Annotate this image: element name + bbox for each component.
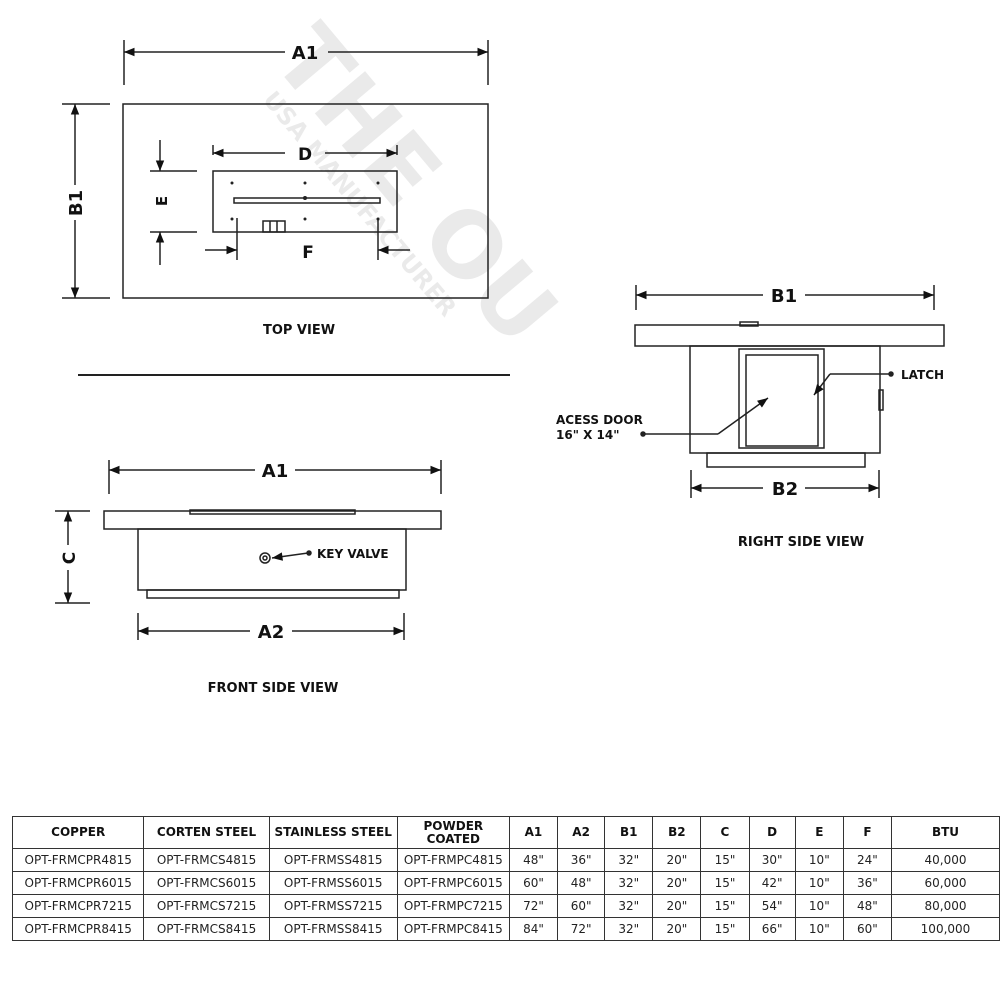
table-cell: OPT-FRMCPR8415 bbox=[11, 917, 145, 941]
table-cell: 100,000 bbox=[890, 917, 1000, 941]
table-cell: OPT-FRMSS6015 bbox=[268, 871, 398, 895]
table-cell: 60" bbox=[842, 917, 892, 941]
table-cell: 84" bbox=[508, 917, 559, 941]
table-cell: 60,000 bbox=[890, 871, 1000, 895]
table-cell: OPT-FRMPC8415 bbox=[396, 917, 510, 941]
table-cell: OPT-FRMCS6015 bbox=[143, 871, 270, 895]
dim-label-a1-front: A1 bbox=[262, 461, 288, 482]
table-cell: 66" bbox=[748, 917, 796, 941]
table-cell: 15" bbox=[700, 871, 750, 895]
table-cell: OPT-FRMPC4815 bbox=[396, 848, 510, 872]
table-cell: 40,000 bbox=[890, 848, 1000, 872]
table-cell: OPT-FRMSS4815 bbox=[268, 848, 398, 872]
table-cell: OPT-FRMCS7215 bbox=[143, 894, 270, 918]
table-cell: OPT-FRMCPR7215 bbox=[11, 894, 145, 918]
table-cell: 15" bbox=[700, 848, 750, 872]
column-header: C bbox=[700, 816, 750, 849]
column-header: D bbox=[748, 816, 796, 849]
table-cell: OPT-FRMSS8415 bbox=[268, 917, 398, 941]
dim-label-b1-right: B1 bbox=[771, 286, 797, 307]
dim-label-f: F bbox=[302, 243, 314, 263]
column-header: STAINLESS STEEL bbox=[268, 816, 398, 849]
column-header: COPPER bbox=[11, 816, 145, 849]
column-header: B1 bbox=[604, 816, 654, 849]
table-cell: OPT-FRMCPR4815 bbox=[11, 848, 145, 872]
table-cell: 24" bbox=[842, 848, 892, 872]
table-cell: 32" bbox=[604, 894, 654, 918]
table-cell: OPT-FRMSS7215 bbox=[268, 894, 398, 918]
dim-label-c: C bbox=[60, 552, 80, 564]
front-view bbox=[55, 460, 442, 640]
table-cell: 10" bbox=[794, 871, 844, 895]
right-view bbox=[634, 285, 945, 498]
table-cell: 48" bbox=[508, 848, 559, 872]
table-cell: OPT-FRMPC6015 bbox=[396, 871, 510, 895]
column-header: BTU bbox=[890, 816, 1000, 849]
table-cell: 60" bbox=[557, 894, 606, 918]
table-cell: 20" bbox=[652, 848, 702, 872]
table-cell: 36" bbox=[842, 871, 892, 895]
table-cell: 32" bbox=[604, 871, 654, 895]
table-cell: 20" bbox=[652, 894, 702, 918]
table-cell: 32" bbox=[604, 848, 654, 872]
key-valve-callout: KEY VALVE bbox=[317, 547, 389, 561]
latch-callout: LATCH bbox=[901, 368, 944, 382]
table-cell: 20" bbox=[652, 871, 702, 895]
table-cell: 48" bbox=[557, 871, 606, 895]
dim-label-b2: B2 bbox=[772, 479, 798, 500]
table-cell: 10" bbox=[794, 917, 844, 941]
table-cell: 10" bbox=[794, 848, 844, 872]
table-cell: 60" bbox=[508, 871, 559, 895]
right-view-title: RIGHT SIDE VIEW bbox=[738, 535, 864, 550]
table-cell: 72" bbox=[557, 917, 606, 941]
table-cell: 42" bbox=[748, 871, 796, 895]
table-cell: OPT-FRMCPR6015 bbox=[11, 871, 145, 895]
table-cell: 30" bbox=[748, 848, 796, 872]
column-header: E bbox=[794, 816, 844, 849]
table-cell: OPT-FRMCS4815 bbox=[143, 848, 270, 872]
column-header: A2 bbox=[557, 816, 606, 849]
table-cell: 10" bbox=[794, 894, 844, 918]
table-cell: 15" bbox=[700, 894, 750, 918]
table-cell: 15" bbox=[700, 917, 750, 941]
table-cell: 36" bbox=[557, 848, 606, 872]
column-header: A1 bbox=[508, 816, 559, 849]
dim-label-a2: A2 bbox=[258, 622, 284, 643]
table-cell: 54" bbox=[748, 894, 796, 918]
dim-label-d: D bbox=[298, 145, 312, 165]
dim-label-b1: B1 bbox=[66, 190, 87, 216]
dim-label-a1: A1 bbox=[292, 43, 318, 64]
table-cell: 20" bbox=[652, 917, 702, 941]
access-door-callout: ACESS DOOR bbox=[556, 413, 643, 427]
column-header: CORTEN STEEL bbox=[143, 816, 270, 849]
table-cell: 48" bbox=[842, 894, 892, 918]
dim-label-e: E bbox=[153, 196, 171, 206]
table-cell: 80,000 bbox=[890, 894, 1000, 918]
table-cell: OPT-FRMPC7215 bbox=[396, 894, 510, 918]
column-header: POWDER COATED bbox=[396, 816, 510, 849]
access-door-size: 16" X 14" bbox=[556, 428, 620, 442]
column-header: B2 bbox=[652, 816, 702, 849]
column-header: F bbox=[842, 816, 892, 849]
front-view-title: FRONT SIDE VIEW bbox=[208, 681, 339, 696]
top-view bbox=[62, 40, 510, 376]
table-cell: OPT-FRMCS8415 bbox=[143, 917, 270, 941]
table-cell: 32" bbox=[604, 917, 654, 941]
table-cell: 72" bbox=[508, 894, 559, 918]
top-view-title: TOP VIEW bbox=[263, 323, 335, 338]
